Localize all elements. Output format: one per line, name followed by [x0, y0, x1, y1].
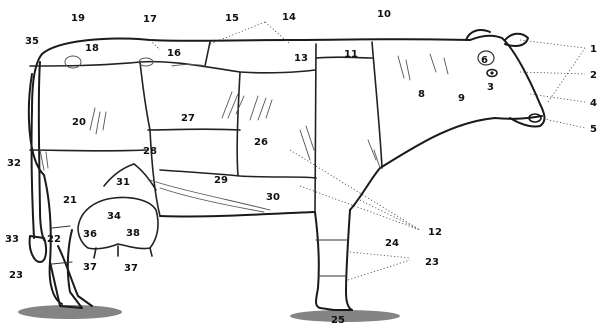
label-9: 9 [458, 93, 465, 104]
label-8: 8 [418, 89, 425, 100]
label-16: 16 [167, 48, 181, 59]
label-29: 29 [214, 175, 228, 186]
label-26: 26 [254, 137, 268, 148]
label-24: 24 [385, 238, 399, 249]
label-13: 13 [294, 53, 308, 64]
label-11: 11 [344, 49, 358, 60]
point-labels: 1 2 3 4 5 6 8 9 10 11 12 13 14 15 16 17 … [5, 9, 597, 325]
label-28: 28 [143, 146, 157, 157]
label-6: 6 [481, 55, 488, 66]
label-23-rear: 23 [9, 270, 23, 281]
label-30: 30 [266, 192, 280, 203]
shading-hatch [40, 54, 448, 212]
label-20: 20 [72, 117, 86, 128]
label-36: 36 [83, 229, 97, 240]
label-27: 27 [181, 113, 195, 124]
label-35: 35 [25, 36, 39, 47]
label-23-front: 23 [425, 257, 439, 268]
label-18: 18 [85, 43, 99, 54]
label-17: 17 [143, 14, 157, 25]
label-2: 2 [590, 70, 597, 81]
label-10: 10 [377, 9, 391, 20]
region-lines [30, 42, 382, 276]
label-5: 5 [590, 124, 597, 135]
label-32: 32 [7, 158, 21, 169]
label-37-right: 37 [124, 263, 138, 274]
label-22: 22 [47, 234, 61, 245]
label-34: 34 [107, 211, 121, 222]
label-4: 4 [590, 98, 597, 109]
label-33: 33 [5, 234, 19, 245]
label-15: 15 [225, 13, 239, 24]
label-25: 25 [331, 315, 345, 325]
label-14: 14 [282, 12, 296, 23]
label-31: 31 [116, 177, 130, 188]
label-12: 12 [428, 227, 442, 238]
label-21: 21 [63, 195, 77, 206]
label-38: 38 [126, 228, 140, 239]
label-1: 1 [590, 44, 597, 55]
label-3: 3 [487, 82, 494, 93]
label-37-left: 37 [83, 262, 97, 273]
label-19: 19 [71, 13, 85, 24]
